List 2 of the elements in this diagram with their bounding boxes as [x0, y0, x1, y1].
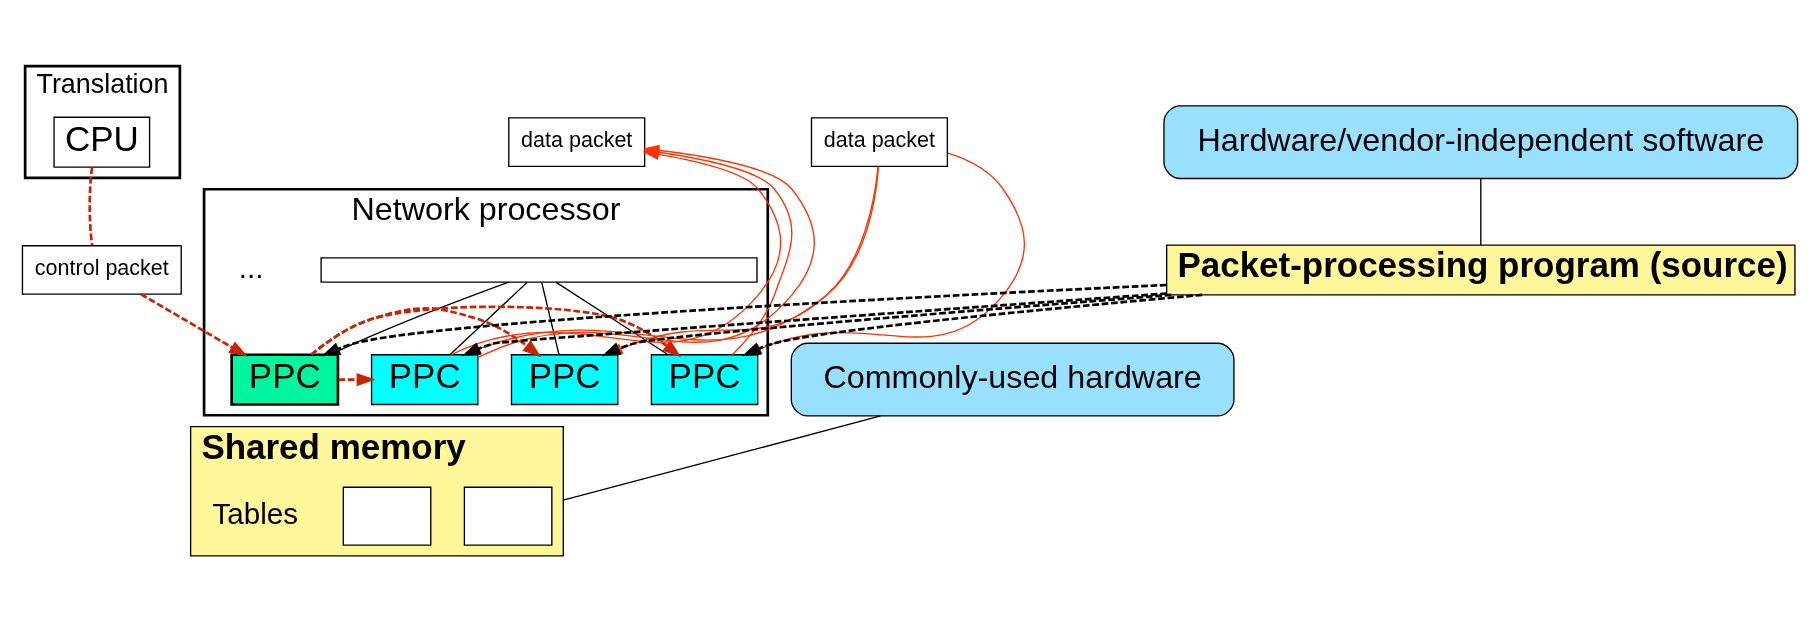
label: Tables	[211, 496, 298, 530]
label: ...	[238, 250, 263, 283]
